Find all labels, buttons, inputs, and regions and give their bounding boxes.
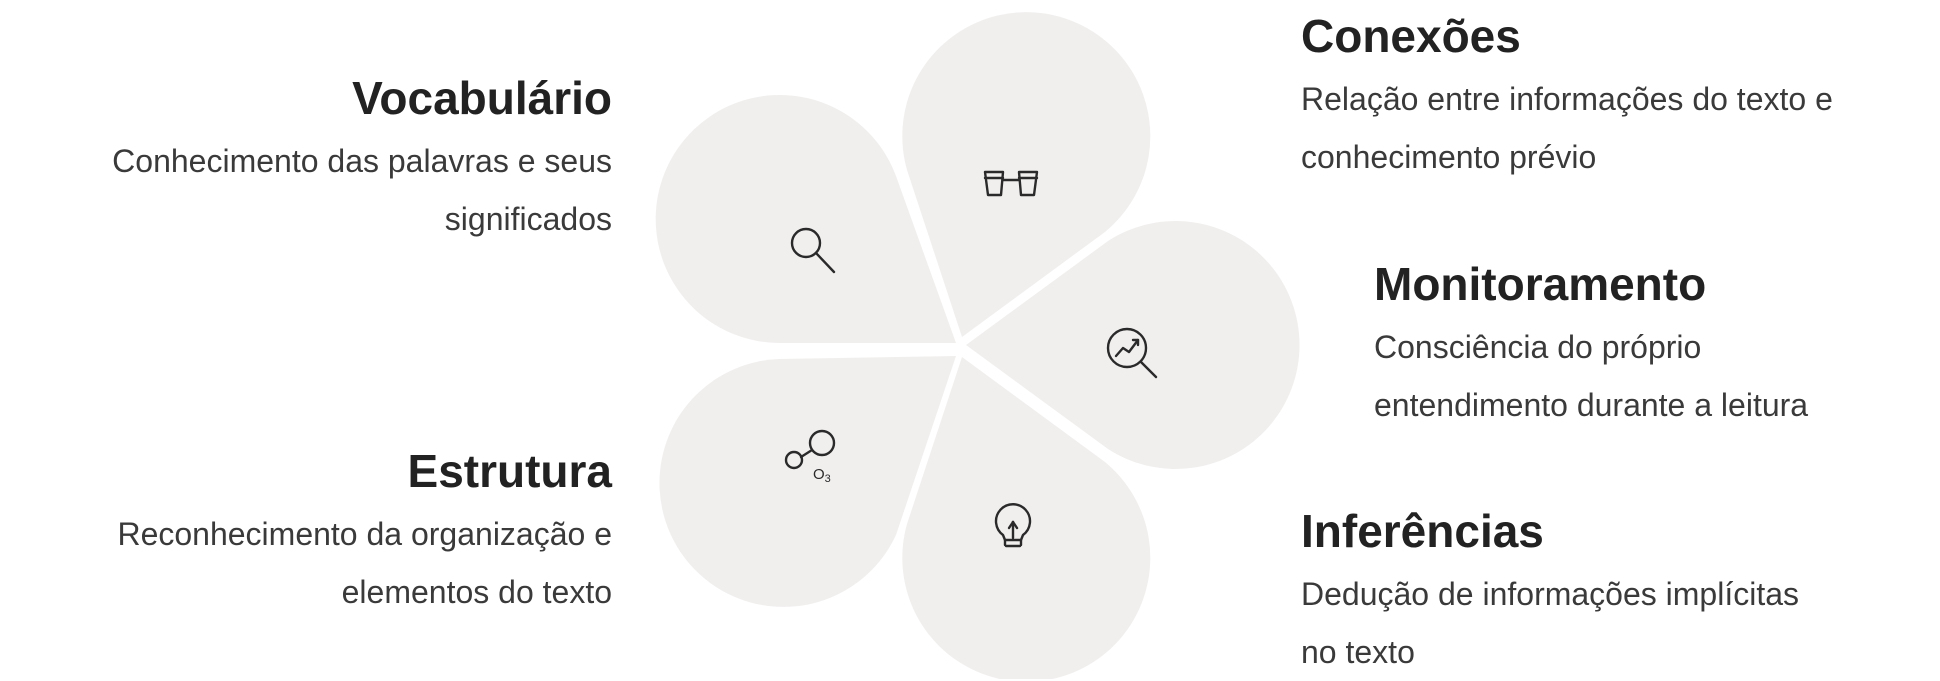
petal-inferencias xyxy=(902,357,1151,679)
conexoes-title: Conexões xyxy=(1301,10,1521,62)
binoculars-icon xyxy=(983,170,1039,197)
vocabulario-desc-line-2: significados xyxy=(444,201,612,237)
petal-conexoes xyxy=(902,12,1151,338)
monitoramento-desc-line-2: entendimento durante a leitura xyxy=(1374,387,1809,423)
vocabulario-block: Vocabulário Conhecimento das palavras e … xyxy=(0,70,612,248)
conexoes-desc-line-1: Relação entre informações do texto e xyxy=(1301,81,1833,117)
vocabulario-title: Vocabulário xyxy=(352,72,612,124)
monitoramento-title: Monitoramento xyxy=(1374,258,1707,310)
monitoramento-desc-line-1: Consciência do próprio xyxy=(1374,329,1702,365)
estrutura-desc-line-2: elementos do texto xyxy=(341,574,612,610)
estrutura-block: Estrutura Reconhecimento da organização … xyxy=(0,443,612,621)
inferencias-desc-line-2: no texto xyxy=(1301,634,1415,670)
estrutura-title: Estrutura xyxy=(407,445,612,497)
petal-vocabulario xyxy=(655,95,956,343)
inferencias-block: Inferências Dedução de informações implí… xyxy=(1301,503,1921,681)
conexoes-block: Conexões Relação entre informações do te… xyxy=(1301,8,1940,186)
conexoes-desc-line-2: conhecimento prévio xyxy=(1301,139,1597,175)
inferencias-desc-line-1: Dedução de informações implícitas xyxy=(1301,576,1800,612)
estrutura-desc-line-1: Reconhecimento da organização e xyxy=(117,516,612,552)
trend-magnifier-icon xyxy=(1106,327,1158,379)
inferencias-title: Inferências xyxy=(1301,505,1544,557)
lightbulb-icon xyxy=(994,503,1032,548)
vocabulario-desc-line-1: Conhecimento das palavras e seus xyxy=(112,143,612,179)
monitoramento-block: Monitoramento Consciência do próprio ent… xyxy=(1374,256,1934,434)
search-icon xyxy=(790,227,836,274)
petal-estrutura xyxy=(659,356,956,607)
